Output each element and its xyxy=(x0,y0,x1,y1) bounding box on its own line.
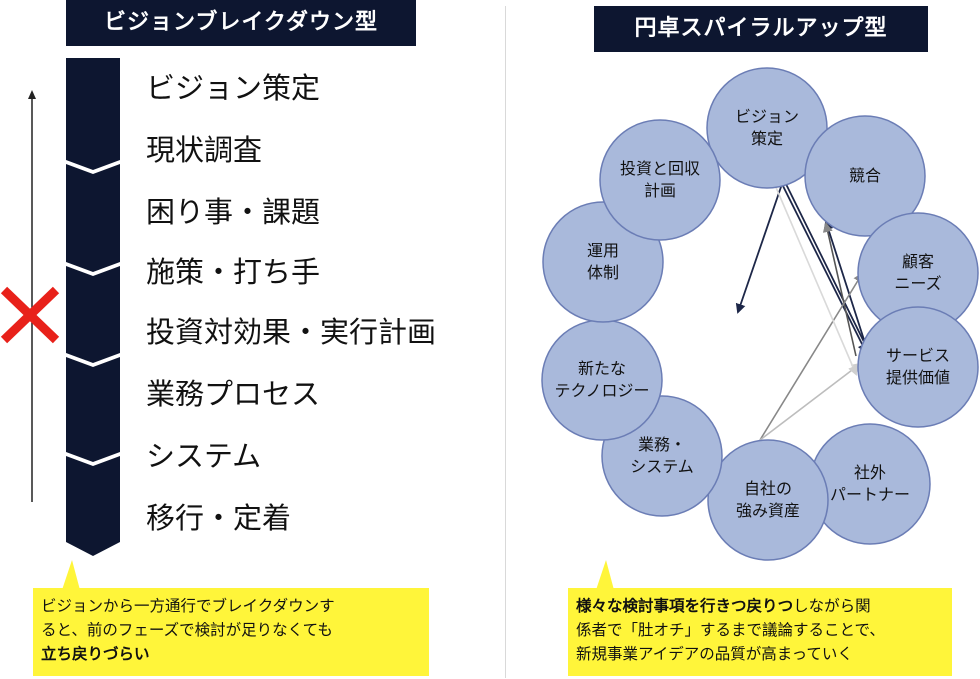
spiral-arrow-4 xyxy=(823,220,867,347)
node-competition xyxy=(804,115,926,237)
spiral-circles xyxy=(541,67,979,561)
step-measures: 施策・打ち手 xyxy=(146,255,321,289)
left-callout: ビジョンから一方通行でブレイクダウンす ると、前のフェーズで検討が足りなくても … xyxy=(33,588,429,676)
step-system: システム xyxy=(146,439,262,473)
step-migration: 移行・定着 xyxy=(146,501,292,535)
right-title: 円卓スパイラルアップ型 xyxy=(594,6,928,52)
step-survey: 現状調査 xyxy=(146,133,263,167)
node-investment-plan xyxy=(599,119,721,241)
left-callout-line1: ビジョンから一方通行でブレイクダウンす xyxy=(41,597,335,615)
spiral-arrow-3 xyxy=(784,181,867,347)
step-process: 業務プロセス xyxy=(146,377,321,411)
step-issues: 困り事・課題 xyxy=(146,195,321,229)
breakdown-diagram xyxy=(0,58,120,590)
upward-arrowhead xyxy=(28,90,36,99)
left-callout-pointer xyxy=(62,560,80,590)
right-callout-line1: 様々な検討事項を行きつ戻りつしながら関 xyxy=(576,597,871,615)
left-title: ビジョンブレイクダウン型 xyxy=(66,0,416,46)
navy-chevron-bar xyxy=(66,58,120,556)
step-vision: ビジョン策定 xyxy=(146,71,321,105)
right-callout-line3: 新規事業アイデアの品質が高まっていく xyxy=(576,645,853,663)
spiral-arrow-5 xyxy=(822,222,857,357)
right-callout-line2: 係者で「肚オチ」するまで議論することで、 xyxy=(576,621,885,639)
left-callout-line2: ると、前のフェーズで検討が足りなくても xyxy=(41,621,333,639)
node-service-value xyxy=(857,306,979,428)
node-own-strengths xyxy=(707,439,829,561)
node-vision xyxy=(706,67,828,189)
spiral-diagram xyxy=(541,67,979,590)
spiral-arrow-2 xyxy=(782,185,867,354)
spiral-arrow-8 xyxy=(771,177,858,376)
red-cross-mark xyxy=(0,286,60,344)
left-callout-line3: 立ち戻りづらい xyxy=(41,645,150,663)
right-callout: 様々な検討事項を行きつ戻りつしながら関 係者で「肚オチ」するまで議論することで、… xyxy=(568,588,952,676)
spiral-arrow-6 xyxy=(759,272,864,441)
right-callout-pointer xyxy=(596,560,614,590)
spiral-arrow-7 xyxy=(759,362,862,441)
center-divider xyxy=(505,6,506,678)
node-new-technology xyxy=(541,319,663,441)
step-investment: 投資対効果・実行計画 xyxy=(146,315,437,349)
spiral-arrows xyxy=(735,177,867,441)
node-external-partner xyxy=(809,423,931,545)
spiral-arrow-1 xyxy=(735,183,783,314)
